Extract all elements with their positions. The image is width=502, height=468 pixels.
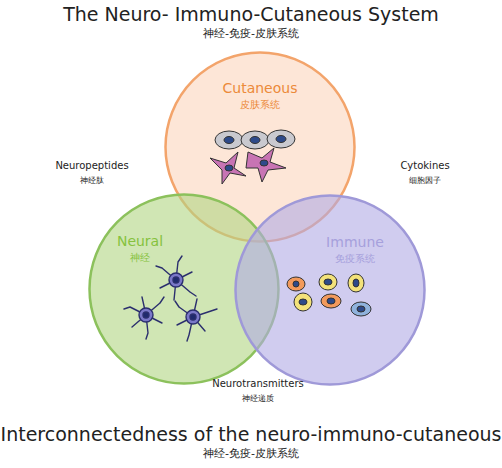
circle-shape: [236, 196, 425, 385]
circle-heading: Cutaneous: [223, 80, 298, 97]
circle-heading: Neural: [117, 233, 163, 250]
circle-heading: Immune: [326, 234, 384, 251]
circle-subheading: 皮肤系统: [240, 99, 280, 111]
diagram-caption: Interconnectedness of the neuro-immuno-c…: [1, 423, 502, 446]
diagram-title: The Neuro- Immuno-Cutaneous System: [63, 3, 439, 26]
circle-subheading: 神经: [130, 252, 150, 264]
relation-label: Cytokines: [400, 160, 449, 172]
circle-subheading: 免疫系统: [335, 253, 375, 265]
relation-label-chinese: 神经肽: [80, 176, 104, 186]
circle-outline: [234, 194, 426, 386]
venn-circle: Immune 免疫系统: [234, 194, 426, 386]
relation-label: Neurotransmitters: [212, 378, 304, 390]
caption-chinese: 神经-免疫-皮肤系统: [203, 447, 299, 460]
relation-label-chinese: 细胞因子: [409, 176, 441, 186]
relation-label: Neuropeptides: [55, 160, 128, 172]
relation-label-chinese: 神经递质: [242, 394, 274, 404]
title-chinese: 神经-免疫-皮肤系统: [203, 27, 299, 40]
